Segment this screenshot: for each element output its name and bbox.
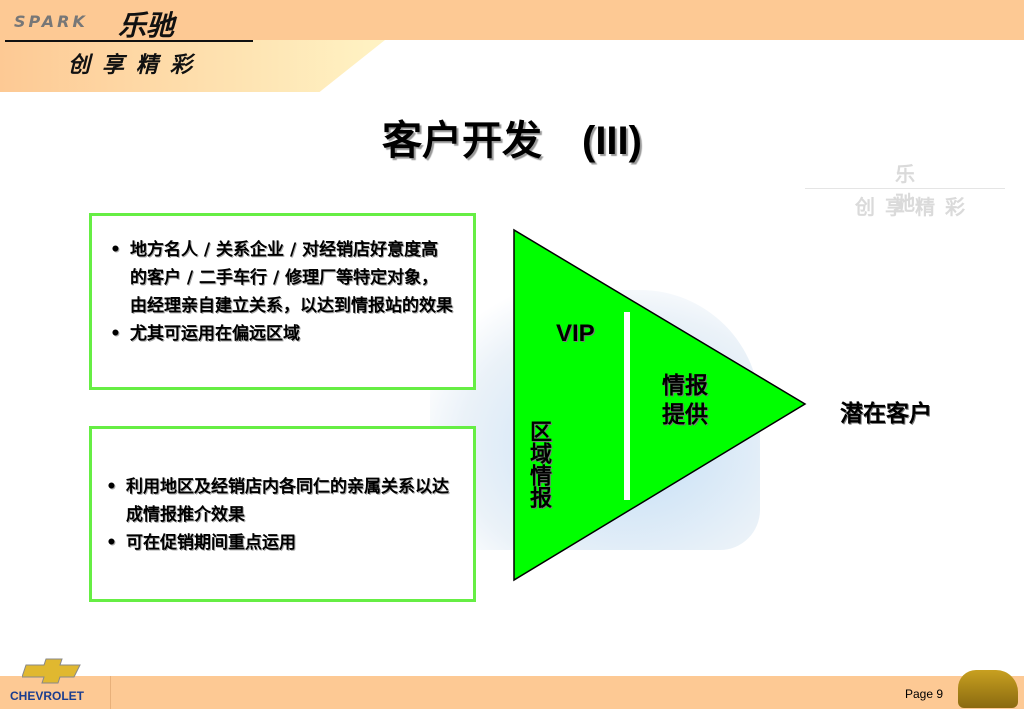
bullet-item: 利用地区及经销店内各同仁的亲属关系以达成情报推介效果: [106, 473, 455, 529]
bullet-item: 地方名人 / 关系企业 / 对经销店好意度高的客户 / 二手车行 / 修理厂等特…: [110, 236, 455, 320]
header-wedge: [0, 40, 385, 92]
text-box-2: 利用地区及经销店内各同仁的亲属关系以达成情报推介效果 可在促销期间重点运用: [89, 426, 476, 602]
bullet-item: 可在促销期间重点运用: [106, 529, 455, 557]
info-line-2: 提供: [662, 402, 708, 428]
watermark-cn: 乐驰: [895, 162, 915, 215]
vip-label: VIP: [556, 320, 595, 347]
chevrolet-logo-text: CHEVROLET: [10, 689, 85, 703]
bullet-item: 尤其可运用在偏远区域: [110, 320, 455, 348]
logo-cn: 乐驰: [118, 9, 175, 42]
page-number: Page 9: [905, 687, 944, 701]
info-line-1: 情报: [662, 373, 708, 399]
footer-band: [0, 676, 1024, 709]
footer-divider: [110, 676, 111, 709]
green-triangle: [513, 228, 807, 582]
header-band: [0, 0, 1024, 40]
page-title: 客户开发 (III): [382, 119, 642, 163]
chevrolet-bowtie-icon: [22, 658, 81, 684]
logo-spark: SPARK: [14, 12, 88, 31]
regional-info-label: 区域情报: [526, 420, 551, 508]
watermark-slogan: 创享精彩: [855, 195, 975, 219]
car-thumbnail: [958, 670, 1018, 708]
logo-divider: [5, 40, 253, 42]
potential-customer-label: 潜在客户: [840, 401, 932, 427]
slogan: 创享精彩: [68, 53, 205, 78]
info-provide-label: 情报 提供: [662, 372, 708, 430]
text-box-1: 地方名人 / 关系企业 / 对经销店好意度高的客户 / 二手车行 / 修理厂等特…: [89, 213, 476, 390]
